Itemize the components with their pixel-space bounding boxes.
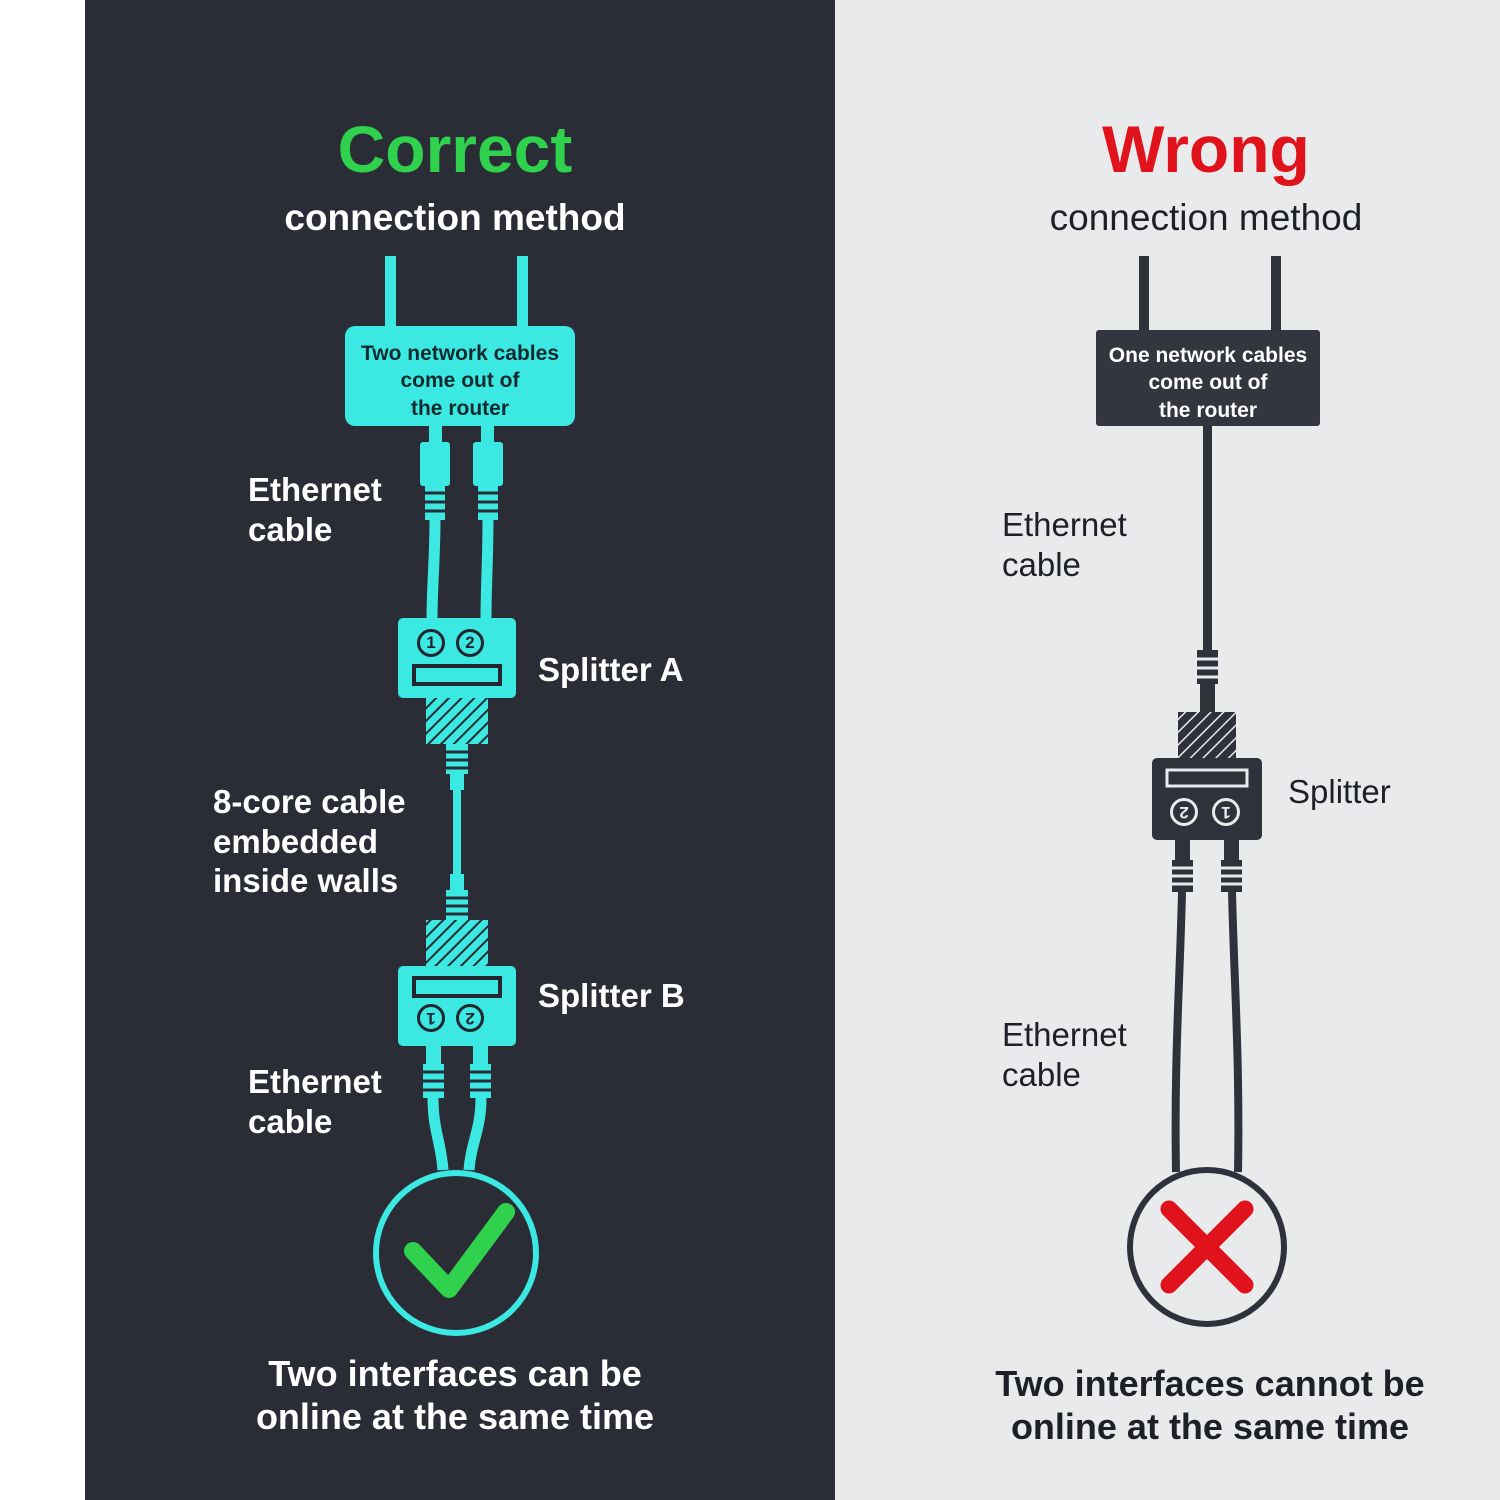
correct-result-text: Two interfaces can be online at the same… [255, 1353, 655, 1438]
wrong-subtitle: connection method [1049, 197, 1363, 238]
correct-output-cable-left [423, 1046, 449, 1171]
correct-diagram [345, 256, 575, 1336]
correct-subtitle: connection method [284, 197, 626, 238]
wall-cable-label: 8-core cable embedded inside walls [213, 783, 406, 900]
splitter-a-port-2: 2 [456, 629, 484, 657]
correct-wan-cable-left [385, 256, 396, 328]
wrong-diagram [1096, 256, 1320, 1327]
correct-wan-cable-right [517, 256, 528, 328]
wrong-splitter-port-2: 2 [1170, 798, 1198, 826]
wrong-result-text: Two interfaces cannot be online at the s… [995, 1363, 1425, 1448]
correct-ethernet-plug-left [420, 426, 450, 621]
splitter-b-port-2: 2 [456, 1004, 484, 1032]
splitter-a-label: Splitter A [538, 651, 684, 688]
correct-ethernet-cable-top-label: Ethernet cable [248, 471, 382, 548]
wrong-title: Wrong [1102, 112, 1310, 186]
correct-output-cable-right [463, 1046, 491, 1171]
wrong-ethernet-cable [1197, 426, 1218, 712]
splitter-b-port-1: 1 [417, 1004, 445, 1032]
splitter-b [398, 920, 516, 1046]
correct-router-box [345, 326, 575, 426]
x-icon [1160, 1200, 1254, 1294]
wrong-splitter-label: Splitter [1288, 773, 1391, 810]
correct-router-label: Two network cables come out of the route… [361, 342, 559, 420]
wrong-result-ring [1127, 1167, 1287, 1327]
correct-ethernet-plug-right [473, 426, 503, 621]
correct-ethernet-cable-bottom-label: Ethernet cable [248, 1063, 382, 1140]
wrong-splitter [1152, 712, 1262, 840]
wall-cable [446, 744, 468, 920]
splitter-a-port-1: 1 [417, 629, 445, 657]
wrong-wan-cable-right [1271, 256, 1281, 332]
correct-title: Correct [337, 112, 573, 186]
wrong-ethernet-cable-bottom-label: Ethernet cable [1002, 1016, 1127, 1093]
correct-result-ring [373, 1170, 539, 1336]
wrong-router-label: One network cables come out of the route… [1108, 344, 1308, 422]
splitter-b-label: Splitter B [538, 977, 685, 1014]
wrong-output-cable-right [1221, 840, 1243, 1173]
wrong-splitter-port-1: 1 [1212, 798, 1240, 826]
wrong-panel-background [835, 0, 1500, 1500]
check-icon [404, 1203, 515, 1298]
wrong-ethernet-cable-top-label: Ethernet cable [1002, 506, 1127, 583]
wrong-output-cable-left [1171, 840, 1193, 1173]
wrong-wan-cable-left [1139, 256, 1149, 332]
wrong-router-box [1096, 330, 1320, 426]
